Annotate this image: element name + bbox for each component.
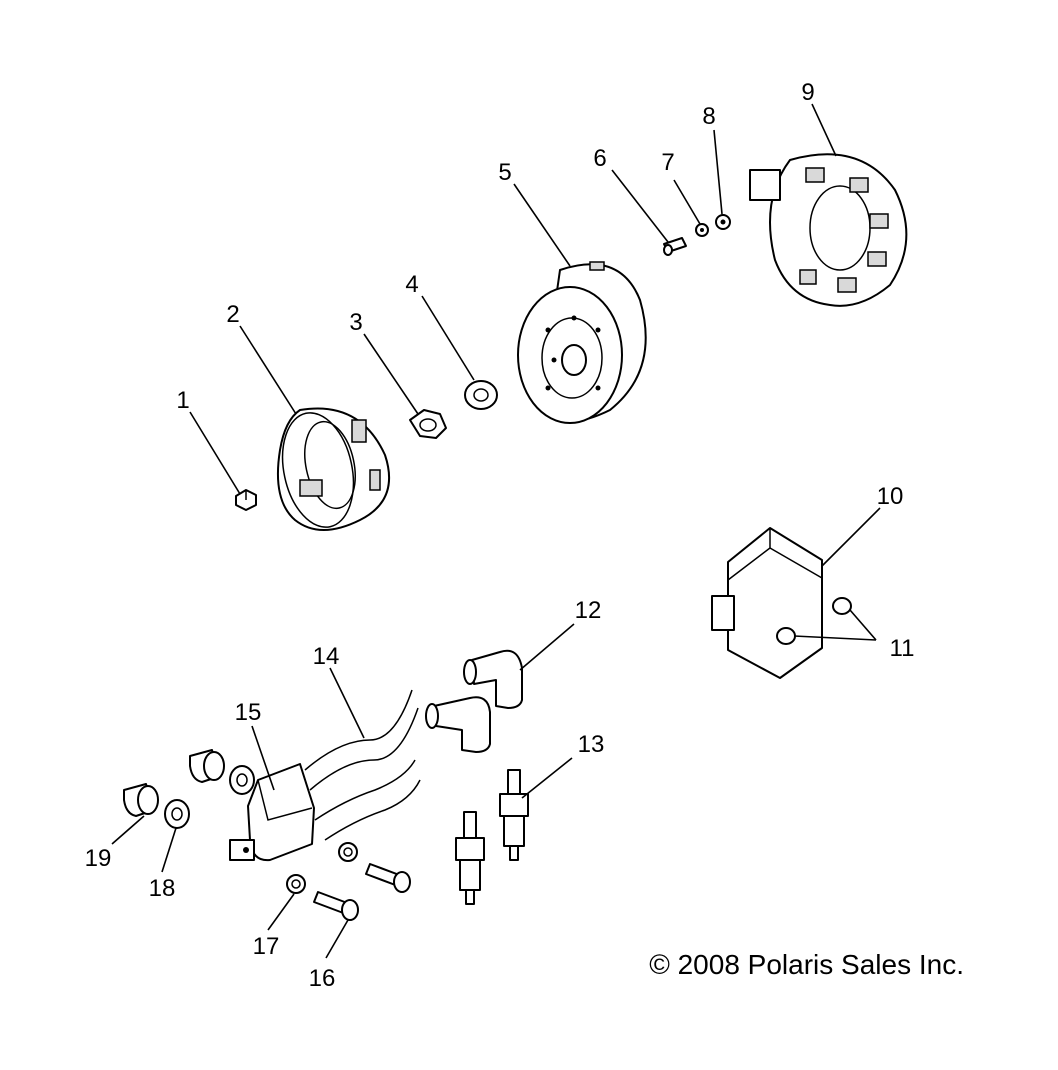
callout-15: 15: [235, 699, 262, 726]
callout-3: 3: [349, 309, 362, 336]
callout-labels: 1 2 3 4 5 6 7 8 9 10 11 12 13 14 15 16 1…: [85, 79, 915, 992]
callout-7: 7: [661, 149, 674, 176]
part-8-washer: [715, 214, 731, 230]
callout-19: 19: [85, 845, 112, 872]
callout-1: 1: [176, 387, 189, 414]
callout-9: 9: [801, 79, 814, 106]
callout-13: 13: [578, 731, 605, 758]
callout-12: 12: [575, 597, 602, 624]
callout-17: 17: [253, 933, 280, 960]
part-2-housing: [276, 407, 391, 531]
callout-18: 18: [149, 875, 176, 902]
part-13-spark-plugs: [455, 769, 529, 905]
part-1-bolt: [235, 489, 257, 511]
part-6-bolt: [663, 237, 687, 256]
part-15-ignition-coil: [229, 763, 315, 862]
part-17-lock-washers: [286, 842, 358, 894]
callout-16: 16: [309, 965, 336, 992]
part-16-bolts: [313, 863, 411, 921]
leader-lines: [111, 103, 881, 959]
callout-8: 8: [702, 103, 715, 130]
part-19-bushings: [123, 749, 225, 817]
copyright-text: © 2008 Polaris Sales Inc.: [649, 949, 964, 980]
part-10-cdi-box: [711, 527, 823, 679]
part-4-washer: [464, 380, 498, 410]
callout-11: 11: [890, 635, 915, 662]
callout-10: 10: [877, 483, 904, 510]
part-3-nut: [409, 409, 447, 439]
part-18-washers: [164, 765, 255, 829]
callout-14: 14: [313, 643, 340, 670]
callout-5: 5: [498, 159, 511, 186]
part-11-screws: [776, 597, 852, 645]
callout-6: 6: [593, 145, 606, 172]
part-5-flywheel: [517, 261, 647, 424]
part-14-ignition-wires: [304, 689, 421, 841]
callout-4: 4: [405, 271, 418, 298]
part-9-stator: [749, 153, 908, 307]
part-12-plug-caps: [425, 649, 523, 753]
callout-2: 2: [226, 301, 239, 328]
part-7-nut: [695, 223, 709, 237]
